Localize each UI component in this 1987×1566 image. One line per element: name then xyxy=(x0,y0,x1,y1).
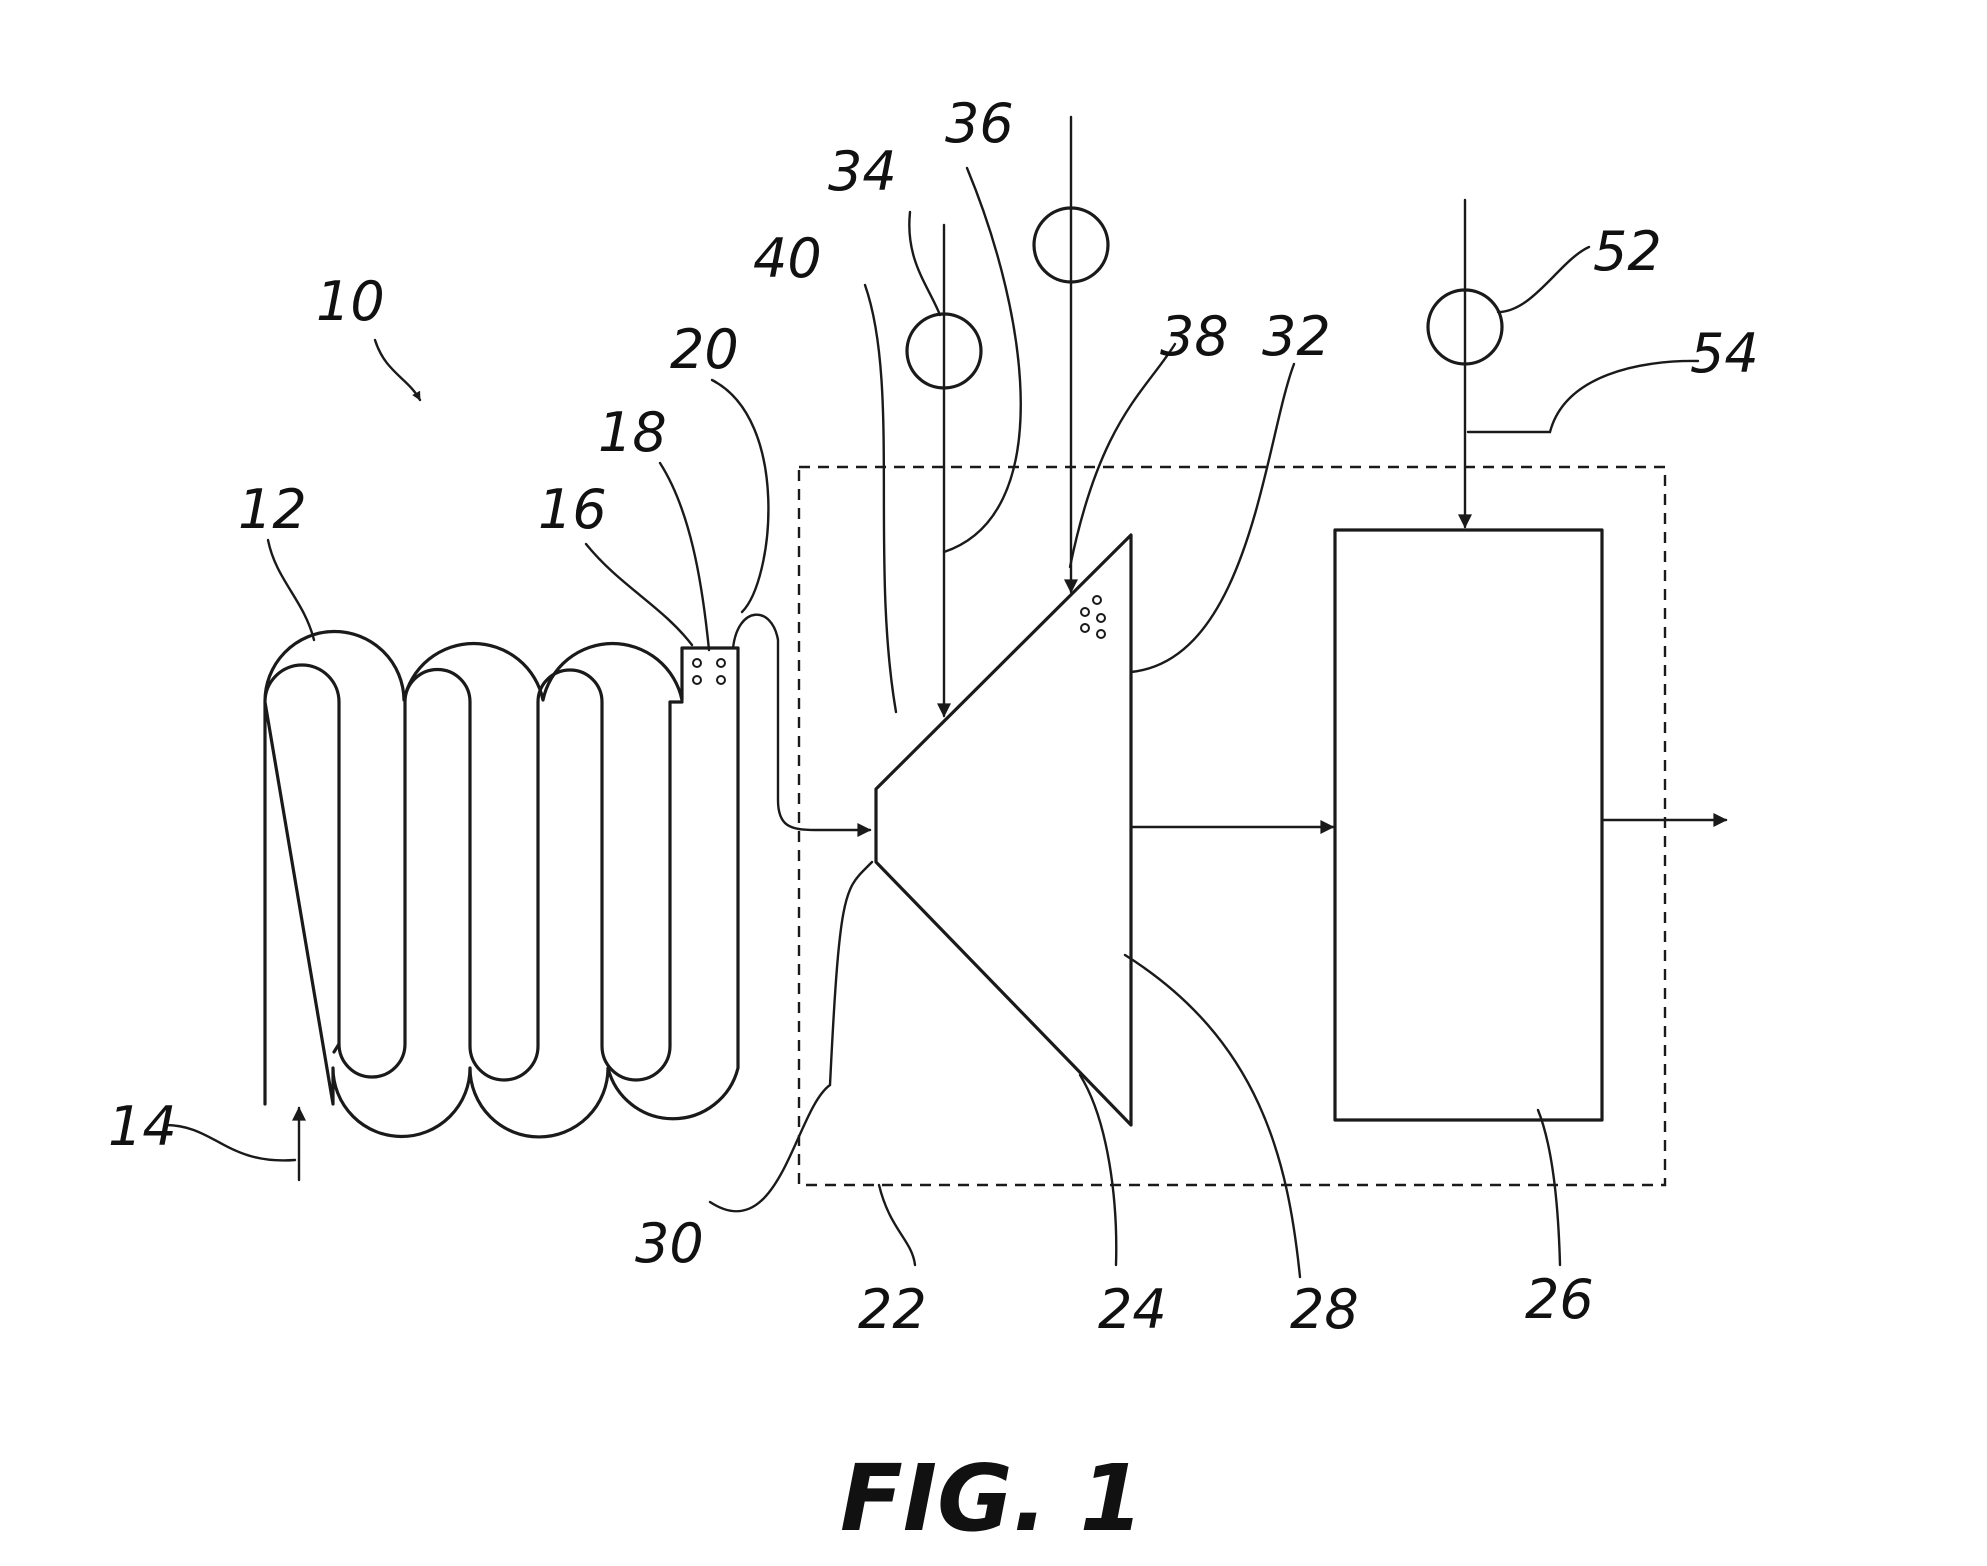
ref-30: 30 xyxy=(635,1212,704,1275)
ref-52: 52 xyxy=(1593,220,1662,283)
ref-12: 12 xyxy=(238,478,307,541)
ref-24: 24 xyxy=(1098,1278,1167,1341)
ref-40: 40 xyxy=(753,227,822,290)
ref-34: 34 xyxy=(828,140,897,203)
ref-20: 20 xyxy=(670,318,739,381)
figure-caption: FIG. 1 xyxy=(840,1445,1144,1552)
ref-32: 32 xyxy=(1262,305,1331,368)
transfer-line-20 xyxy=(733,615,870,830)
ref-54: 54 xyxy=(1690,322,1759,385)
ref-38: 38 xyxy=(1160,305,1229,368)
perforation-holes-16 xyxy=(693,659,725,684)
ref-28: 28 xyxy=(1290,1278,1359,1341)
vessel-24 xyxy=(876,535,1131,1125)
ref-18: 18 xyxy=(598,401,667,464)
leader-lines xyxy=(165,168,1698,1277)
ref-36: 36 xyxy=(945,92,1014,155)
ref-22: 22 xyxy=(858,1278,927,1341)
reactor-26 xyxy=(1335,530,1602,1120)
coil-inner-turns xyxy=(339,670,682,1081)
ref-16: 16 xyxy=(538,478,607,541)
serpentine-coil xyxy=(265,631,738,1136)
perforation-holes-38 xyxy=(1081,596,1105,638)
ref-10: 10 xyxy=(316,270,385,333)
ref-14: 14 xyxy=(108,1095,177,1158)
ref-26: 26 xyxy=(1525,1268,1594,1331)
